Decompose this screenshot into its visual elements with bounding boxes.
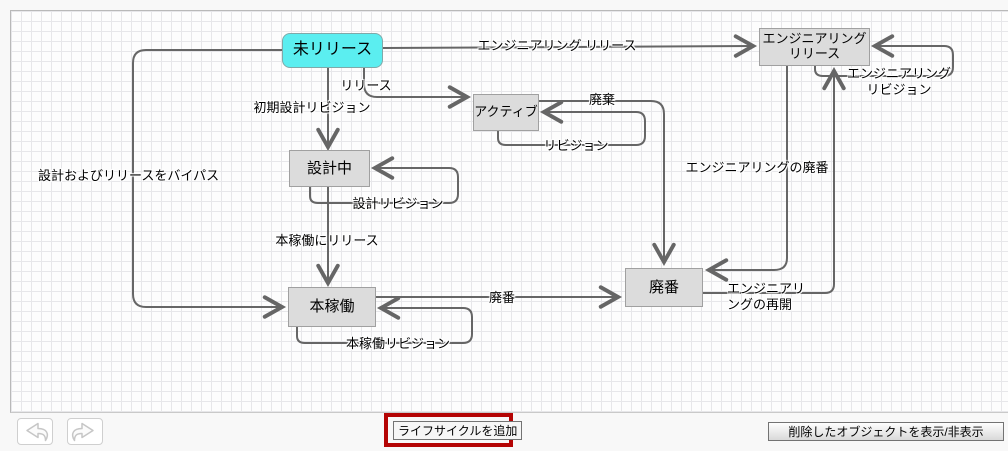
- state-label: 設計中: [306, 159, 352, 177]
- transition-bypass[interactable]: [132, 49, 287, 319]
- state-label: アクティブ: [474, 104, 538, 120]
- transition-release[interactable]: [363, 68, 472, 109]
- state-node-engineering-release[interactable]: エンジニアリング リリース: [759, 28, 870, 66]
- state-label: 未リリース: [292, 41, 373, 59]
- redo-arrow-icon: [71, 422, 94, 441]
- add-lifecycle-button[interactable]: ライフサイクルを追加: [393, 421, 523, 440]
- state-label: 本稼働: [309, 298, 355, 316]
- transition-engineering-discontinue[interactable]: [704, 66, 788, 282]
- state-node-discontinued[interactable]: 廃番: [625, 268, 703, 307]
- edge-label-design-revision[interactable]: 設計リビジョン: [352, 196, 444, 211]
- state-label: 廃番: [648, 278, 679, 296]
- transition-discard[interactable]: [539, 100, 676, 267]
- show-hide-deleted-button[interactable]: 削除したオブジェクトを表示/非表示: [768, 422, 1004, 441]
- edge-label-engineering-revision[interactable]: エンジニアリング リビジョン: [846, 66, 952, 98]
- transition-engineering-resume[interactable]: [703, 66, 846, 294]
- edge-label-production-revision[interactable]: 本稼働リビジョン: [345, 336, 451, 351]
- edge-label-initial-design-revision[interactable]: 初期設計リビジョン: [253, 100, 371, 115]
- edge-label-release[interactable]: リリース: [340, 78, 392, 93]
- state-node-in-design[interactable]: 設計中: [289, 150, 370, 187]
- edge-label-discontinue[interactable]: 廃番: [488, 290, 516, 305]
- state-label-line1: エンジニアリング: [762, 31, 867, 47]
- transition-revision-loop[interactable]: [497, 100, 646, 146]
- state-label-line2: リリース: [788, 46, 841, 61]
- transition-engineering-release[interactable]: [382, 34, 758, 58]
- edge-label-engineering-release[interactable]: エンジニアリング リリース: [477, 38, 637, 53]
- state-node-production[interactable]: 本稼働: [288, 287, 376, 327]
- redo-button[interactable]: [67, 418, 103, 445]
- state-node-unreleased[interactable]: 未リリース: [282, 33, 383, 68]
- transition-production-revision-loop[interactable]: [296, 296, 473, 344]
- edge-label-bypass[interactable]: 設計およびリリースをバイパス: [38, 168, 220, 183]
- edge-label-engineering-discontinue[interactable]: エンジニアリングの廃番: [685, 160, 829, 175]
- state-node-active[interactable]: アクティブ: [473, 94, 539, 131]
- edge-label-revision[interactable]: リビジョン: [543, 138, 609, 153]
- transition-design-revision-loop[interactable]: [309, 156, 459, 204]
- undo-button[interactable]: [17, 418, 53, 445]
- edge-label-engineering-resume[interactable]: エンジニアリ ングの再開: [727, 281, 806, 313]
- undo-arrow-icon: [26, 422, 49, 441]
- edge-label-discard[interactable]: 廃棄: [588, 92, 616, 107]
- edge-label-release-to-production[interactable]: 本稼働にリリース: [275, 233, 379, 248]
- transition-engineering-revision-loop[interactable]: [814, 34, 954, 77]
